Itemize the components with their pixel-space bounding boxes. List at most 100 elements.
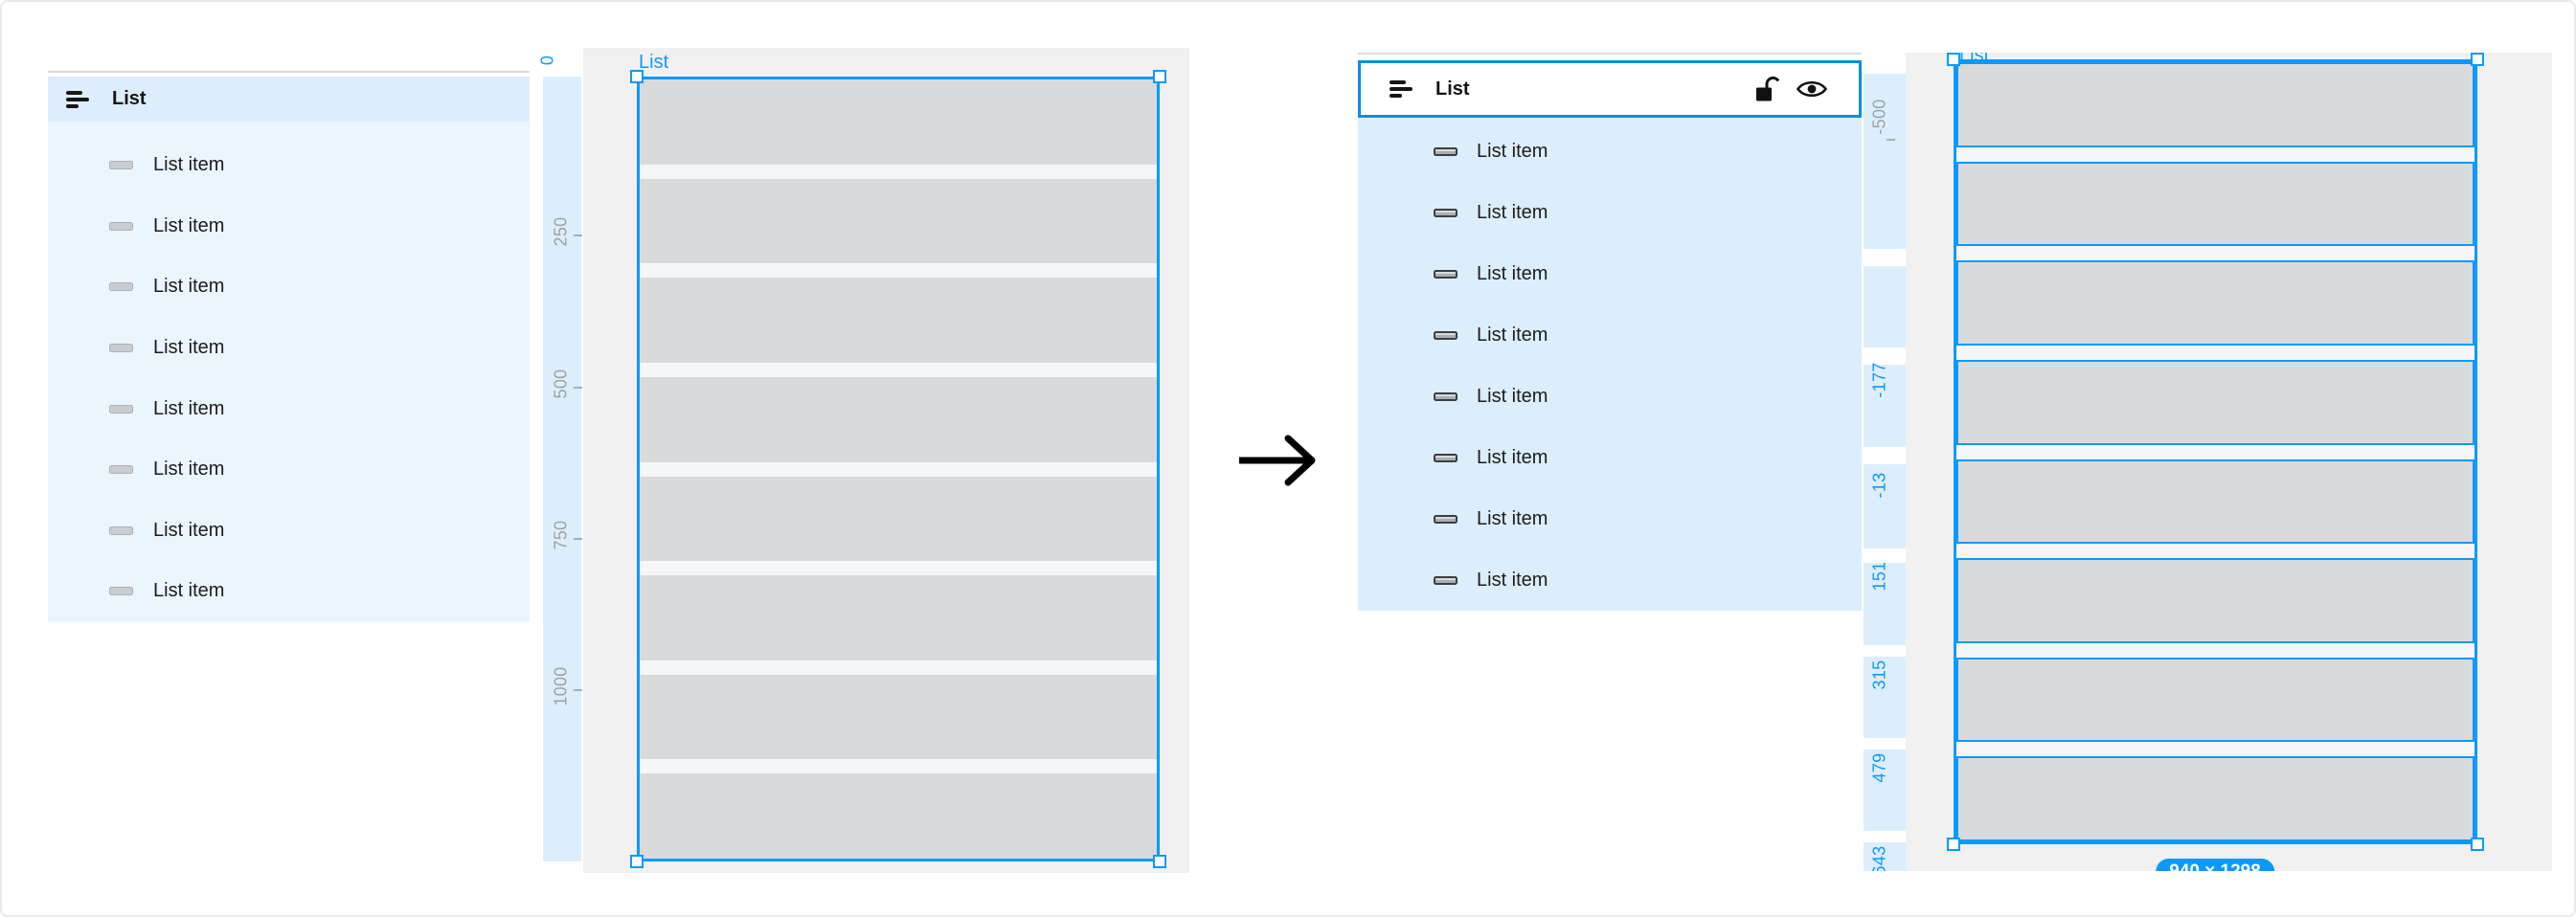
list-row-selected[interactable] xyxy=(1956,657,2474,743)
layer-row-list-item[interactable]: List item xyxy=(48,318,530,379)
layer-row-list-item-selected[interactable]: List item xyxy=(1358,488,1862,549)
list-row[interactable] xyxy=(640,178,1157,264)
layer-name[interactable]: List item xyxy=(1477,446,1548,468)
layer-row-list-item[interactable]: List item xyxy=(48,378,530,439)
ruler-selection-label: 643 xyxy=(1869,845,1889,871)
list-row[interactable] xyxy=(640,476,1157,562)
layer-row-list-item[interactable]: List item xyxy=(48,501,530,562)
ruler-selection-band xyxy=(1864,266,1906,347)
ruler-selection-highlight xyxy=(543,77,581,861)
selection-handle-bottom-right[interactable] xyxy=(1153,855,1166,868)
list-row-selected[interactable] xyxy=(1956,161,2474,247)
layer-row-list-item-selected[interactable]: List item xyxy=(1358,366,1862,427)
list-row-selected[interactable] xyxy=(1956,458,2474,545)
layer-name[interactable]: List item xyxy=(153,276,225,298)
ruler-tick xyxy=(574,689,582,691)
list-item-icon xyxy=(109,221,133,231)
list-frame-selected[interactable] xyxy=(637,77,1160,861)
layer-name[interactable]: List item xyxy=(1477,385,1548,407)
layer-row-list-item[interactable]: List item xyxy=(48,257,530,318)
ruler-tick xyxy=(574,387,582,389)
list-row-selected[interactable] xyxy=(1956,359,2474,445)
list-row[interactable] xyxy=(640,79,1157,165)
layer-row-list-item[interactable]: List item xyxy=(48,561,530,622)
arrow-right-icon xyxy=(1239,435,1316,486)
ruler-selection-band xyxy=(1864,657,1906,738)
ruler-selection-band xyxy=(1864,563,1906,645)
ruler-selection-band xyxy=(1864,74,1906,249)
selection-size-badge: 940 × 1298 xyxy=(2156,859,2274,871)
list-item-icon xyxy=(1434,208,1457,217)
selection-handle-bottom-left[interactable] xyxy=(630,855,644,868)
layer-name[interactable]: List item xyxy=(153,337,225,359)
list-row-selected[interactable] xyxy=(1956,756,2474,841)
list-row[interactable] xyxy=(640,278,1157,363)
ruler-selection-band xyxy=(1864,842,1906,871)
ruler-tick xyxy=(1887,139,1895,141)
layer-name[interactable]: List item xyxy=(1477,569,1548,591)
ruler-label: 750 xyxy=(551,520,571,550)
layer-name[interactable]: List xyxy=(112,88,147,109)
layer-name[interactable]: List item xyxy=(153,397,225,419)
layer-row-list-item-selected[interactable]: List item xyxy=(1358,121,1862,182)
selection-handle-top-right[interactable] xyxy=(1153,70,1166,83)
layer-name[interactable]: List item xyxy=(1477,324,1548,346)
left-layer-row-list-frame[interactable]: List xyxy=(48,77,530,122)
layer-row-list-item[interactable]: List item xyxy=(48,196,530,257)
list-frame-selected[interactable] xyxy=(1954,59,2477,844)
list-row[interactable] xyxy=(640,674,1157,760)
layer-row-list-item[interactable]: List item xyxy=(48,439,530,501)
layer-row-list-item-selected[interactable]: List item xyxy=(1358,304,1862,366)
list-item-icon xyxy=(109,404,133,414)
selection-handle-top-right[interactable] xyxy=(2471,53,2484,66)
list-row-selected[interactable] xyxy=(1956,62,2474,147)
layer-row-list-item-selected[interactable]: List item xyxy=(1358,427,1862,488)
ruler-label: 250 xyxy=(551,216,571,247)
right-layer-row-list-frame[interactable]: List xyxy=(1358,60,1862,118)
layer-row-list-item-selected[interactable]: List item xyxy=(1358,243,1862,304)
list-row[interactable] xyxy=(640,376,1157,462)
layer-name[interactable]: List item xyxy=(153,154,225,176)
ruler-selection-band xyxy=(1864,464,1906,548)
unlock-icon[interactable] xyxy=(1755,75,1780,103)
list-row-selected[interactable] xyxy=(1956,260,2474,346)
layer-name[interactable]: List item xyxy=(153,519,225,541)
list-item-icon xyxy=(1434,269,1457,279)
left-panel-top-border xyxy=(48,71,530,73)
list-row-selected[interactable] xyxy=(1956,558,2474,643)
list-item-icon xyxy=(109,344,133,353)
selection-handle-bottom-right[interactable] xyxy=(2471,838,2484,851)
selection-handle-bottom-left[interactable] xyxy=(1947,838,1960,851)
layer-name[interactable]: List item xyxy=(153,580,225,602)
ruler-label: 1000 xyxy=(551,666,571,706)
layer-name[interactable]: List item xyxy=(1477,140,1548,162)
ruler-selection-label: 479 xyxy=(1869,752,1889,783)
eye-icon[interactable] xyxy=(1796,78,1828,101)
ruler-label: -500 xyxy=(1869,99,1889,135)
ruler-label: 500 xyxy=(551,369,571,399)
layer-name[interactable]: List xyxy=(1435,78,1470,100)
list-row[interactable] xyxy=(640,773,1157,859)
frame-label[interactable]: List xyxy=(639,52,669,73)
layer-name[interactable]: List item xyxy=(1477,201,1548,223)
layer-name[interactable]: List item xyxy=(153,214,225,236)
ruler-selection-label: 151 xyxy=(1869,561,1889,592)
list-item-icon xyxy=(109,526,133,535)
list-item-icon xyxy=(109,465,133,475)
layer-name[interactable]: List item xyxy=(153,458,225,481)
list-component-icon xyxy=(66,90,89,108)
canvas-before[interactable]: List xyxy=(583,48,1189,873)
layer-row-list-item-selected[interactable]: List item xyxy=(1358,182,1862,243)
list-item-icon xyxy=(1434,575,1457,585)
layer-name[interactable]: List item xyxy=(1477,507,1548,529)
list-item-icon xyxy=(1434,453,1457,462)
selection-handle-top-left[interactable] xyxy=(630,70,644,83)
ruler-selection-label: 315 xyxy=(1869,660,1889,690)
canvas-after[interactable]: List 940 × 1298 xyxy=(1906,53,2552,871)
layer-row-list-item-selected[interactable]: List item xyxy=(1358,549,1862,611)
ruler-selection-label: -13 xyxy=(1869,472,1889,499)
selection-handle-top-left[interactable] xyxy=(1947,53,1960,66)
list-row[interactable] xyxy=(640,575,1157,660)
layer-row-list-item[interactable]: List item xyxy=(48,135,530,196)
layer-name[interactable]: List item xyxy=(1477,262,1548,284)
